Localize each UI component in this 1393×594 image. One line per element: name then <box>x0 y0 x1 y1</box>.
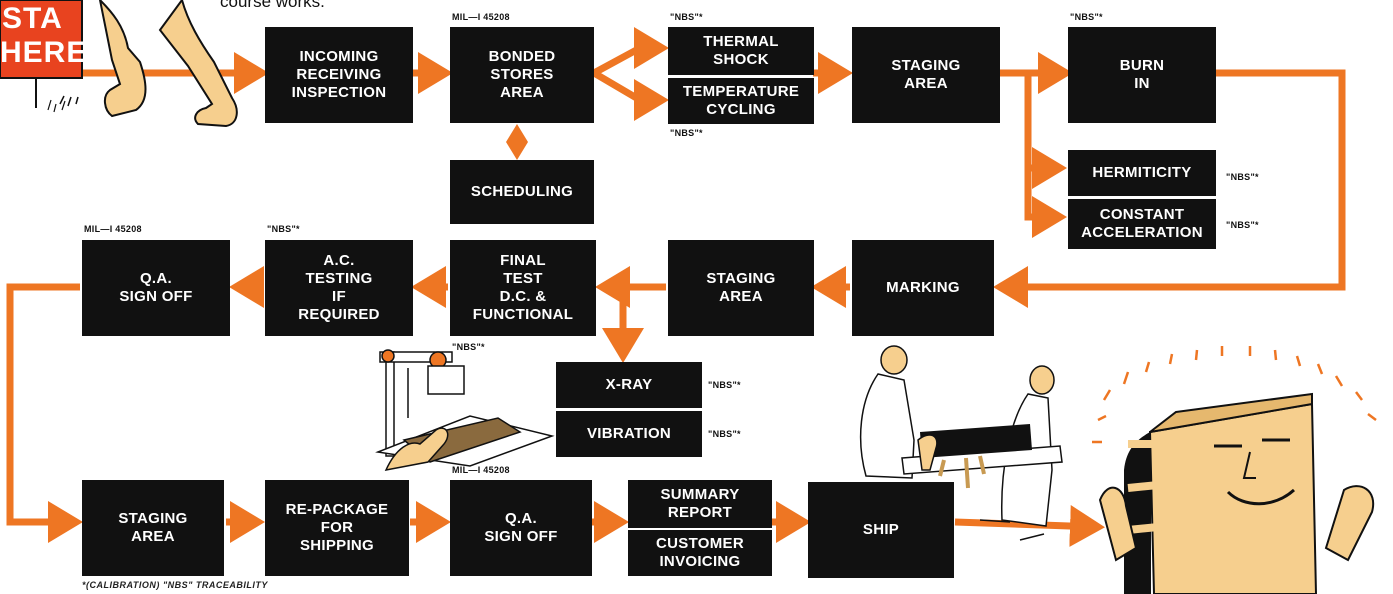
box-staging-area-3: STAGING AREA <box>82 480 224 576</box>
box-thermal-shock: THERMAL SHOCK <box>668 27 814 75</box>
tag-mil-bonded: MIL—I 45208 <box>452 12 510 22</box>
xray-machine-illustration <box>375 349 555 472</box>
bidirectional-arrow <box>506 124 528 160</box>
box-incoming-receiving-inspection: INCOMING RECEIVING INSPECTION <box>265 27 413 123</box>
box-summary-report: SUMMARY REPORT <box>628 480 772 528</box>
box-x-ray: X-RAY <box>556 362 702 408</box>
box-temperature-cycling: TEMPERATURE CYCLING <box>668 78 814 124</box>
box-qa-sign-off-2: Q.A. SIGN OFF <box>450 480 592 576</box>
box-bonded-stores-area: BONDED STORES AREA <box>450 27 594 123</box>
box-constant-acceleration: CONSTANT ACCELERATION <box>1068 199 1216 249</box>
happy-chip-character-illustration <box>1092 346 1377 594</box>
tag-nbs-xray: "NBS"* <box>708 380 741 390</box>
tag-nbs-tempcycle: "NBS"* <box>670 128 703 138</box>
tag-nbs-vibration: "NBS"* <box>708 429 741 439</box>
intro-text: course works. <box>220 0 325 11</box>
tag-nbs-hermiticity: "NBS"* <box>1226 172 1259 182</box>
box-hermiticity: HERMITICITY <box>1068 150 1216 196</box>
footnote-traceability: *(CALIBRATION) "NBS" TRACEABILITY <box>82 580 268 590</box>
flow-arrows <box>6 27 1346 548</box>
technicians-carrying-chip-illustration <box>859 345 1063 541</box>
tag-nbs-burnin: "NBS"* <box>1070 12 1103 22</box>
box-ac-testing: A.C. TESTING IF REQUIRED <box>265 240 413 336</box>
box-marking: MARKING <box>852 240 994 336</box>
tag-nbs-actesting: "NBS"* <box>267 224 300 234</box>
box-vibration: VIBRATION <box>556 411 702 457</box>
box-burn-in: BURN IN <box>1068 27 1216 123</box>
box-qa-sign-off-1: Q.A. SIGN OFF <box>82 240 230 336</box>
tag-mil-qa1: MIL—I 45208 <box>84 224 142 234</box>
start-sign-line1: STA <box>2 2 63 35</box>
tag-mil-qa2: MIL—I 45208 <box>452 465 510 475</box>
box-staging-area-1: STAGING AREA <box>852 27 1000 123</box>
box-ship: SHIP <box>808 482 954 578</box>
box-customer-invoicing: CUSTOMER INVOICING <box>628 530 772 576</box>
box-staging-area-2: STAGING AREA <box>668 240 814 336</box>
start-sign-line2: HERE <box>0 36 88 69</box>
grass-decoration <box>47 99 66 113</box>
box-final-test: FINAL TEST D.C. & FUNCTIONAL <box>450 240 596 336</box>
walking-man-illustration <box>0 0 238 128</box>
box-re-package-for-shipping: RE-PACKAGE FOR SHIPPING <box>265 480 409 576</box>
box-scheduling: SCHEDULING <box>450 160 594 224</box>
tag-nbs-thermal: "NBS"* <box>670 12 703 22</box>
tag-nbs-constaccel: "NBS"* <box>1226 220 1259 230</box>
tag-nbs-xray-machine: "NBS"* <box>452 342 485 352</box>
